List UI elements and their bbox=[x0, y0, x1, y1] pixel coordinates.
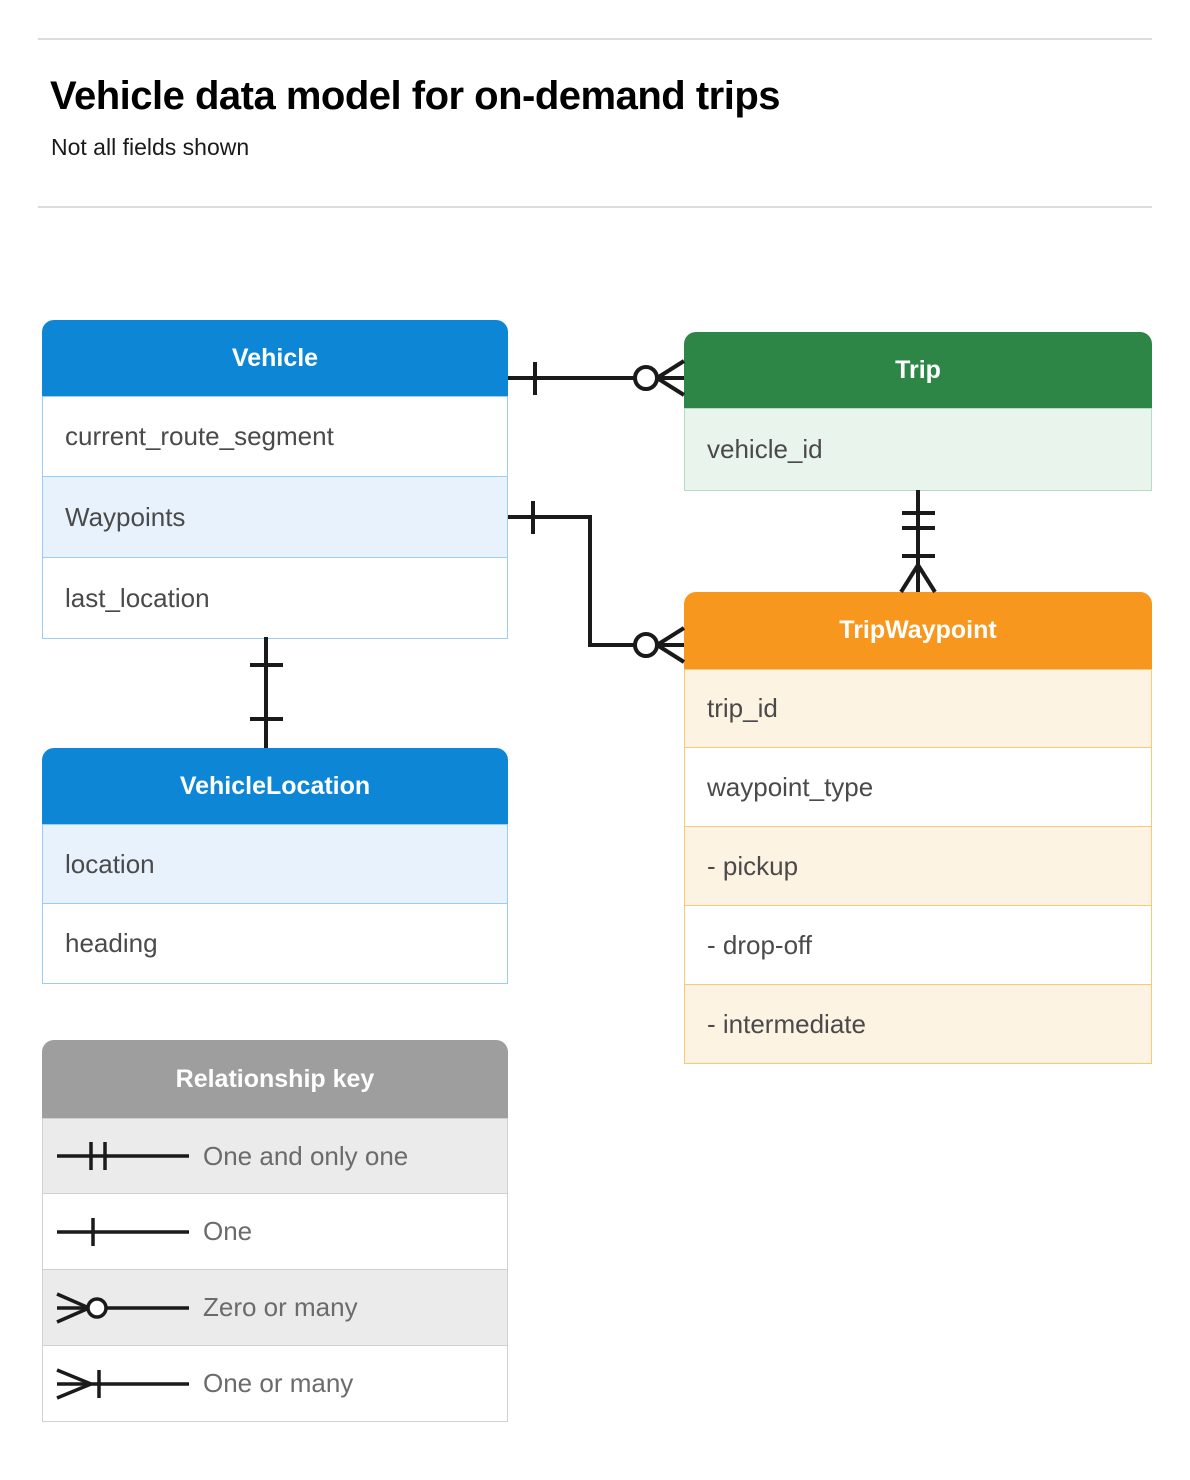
entity-title-vehiclelocation: VehicleLocation bbox=[42, 748, 508, 824]
legend-item-label: One bbox=[203, 1216, 253, 1246]
entity-field-row[interactable]: - drop-off bbox=[684, 906, 1152, 985]
entity-fields-vehiclelocation: location heading bbox=[42, 824, 508, 984]
legend-item: One and only one bbox=[42, 1118, 508, 1194]
legend-item: Zero or many bbox=[42, 1270, 508, 1346]
entity-card-tripwaypoint[interactable]: TripWaypoint trip_id waypoint_type - pic… bbox=[684, 592, 1152, 1064]
entity-title-tripwaypoint: TripWaypoint bbox=[684, 592, 1152, 669]
relationship-vehicle-trip bbox=[508, 359, 686, 397]
entity-field-row[interactable]: last_location bbox=[42, 558, 508, 639]
entity-field-row[interactable]: location bbox=[42, 824, 508, 904]
one-and-only-one-icon bbox=[43, 1136, 203, 1176]
entity-title-vehicle: Vehicle bbox=[42, 320, 508, 396]
one-icon bbox=[43, 1212, 203, 1252]
entity-field-row[interactable]: - intermediate bbox=[684, 985, 1152, 1064]
relationship-trip-tripwaypoint bbox=[899, 490, 937, 594]
legend-relationship-key: Relationship key One and only one One bbox=[42, 1040, 508, 1422]
entity-field-row[interactable]: - pickup bbox=[684, 827, 1152, 906]
legend-item-label: Zero or many bbox=[203, 1292, 358, 1322]
entity-card-vehiclelocation[interactable]: VehicleLocation location heading bbox=[42, 748, 508, 984]
legend-item: One or many bbox=[42, 1346, 508, 1422]
one-or-many-icon bbox=[43, 1364, 203, 1404]
header-divider-top bbox=[38, 38, 1152, 40]
legend-item-label: One or many bbox=[203, 1368, 354, 1398]
entity-title-trip: Trip bbox=[684, 332, 1152, 408]
page-header: Vehicle data model for on-demand trips N… bbox=[0, 0, 1190, 210]
entity-field-row[interactable]: current_route_segment bbox=[42, 396, 508, 477]
entity-card-vehicle[interactable]: Vehicle current_route_segment Waypoints … bbox=[42, 320, 508, 639]
entity-field-row[interactable]: vehicle_id bbox=[684, 408, 1152, 491]
entity-field-row[interactable]: Waypoints bbox=[42, 477, 508, 558]
entity-field-row[interactable]: waypoint_type bbox=[684, 748, 1152, 827]
relationship-waypoints-tripwaypoint bbox=[508, 501, 686, 664]
legend-item: One bbox=[42, 1194, 508, 1270]
entity-fields-trip: vehicle_id bbox=[684, 408, 1152, 491]
zero-or-many-icon bbox=[43, 1288, 203, 1328]
relationship-vehicle-vehiclelocation bbox=[250, 637, 283, 748]
legend-title: Relationship key bbox=[42, 1040, 508, 1118]
entity-fields-vehicle: current_route_segment Waypoints last_loc… bbox=[42, 396, 508, 639]
page-title: Vehicle data model for on-demand trips bbox=[50, 74, 781, 118]
page-subtitle: Not all fields shown bbox=[51, 134, 250, 160]
legend-item-label: One and only one bbox=[203, 1140, 409, 1171]
entity-fields-tripwaypoint: trip_id waypoint_type - pickup - drop-of… bbox=[684, 669, 1152, 1064]
entity-field-row[interactable]: trip_id bbox=[684, 669, 1152, 748]
entity-card-trip[interactable]: Trip vehicle_id bbox=[684, 332, 1152, 491]
header-divider-bottom bbox=[38, 206, 1152, 208]
legend-items: One and only one One Zero bbox=[42, 1118, 508, 1422]
entity-field-row[interactable]: heading bbox=[42, 904, 508, 984]
